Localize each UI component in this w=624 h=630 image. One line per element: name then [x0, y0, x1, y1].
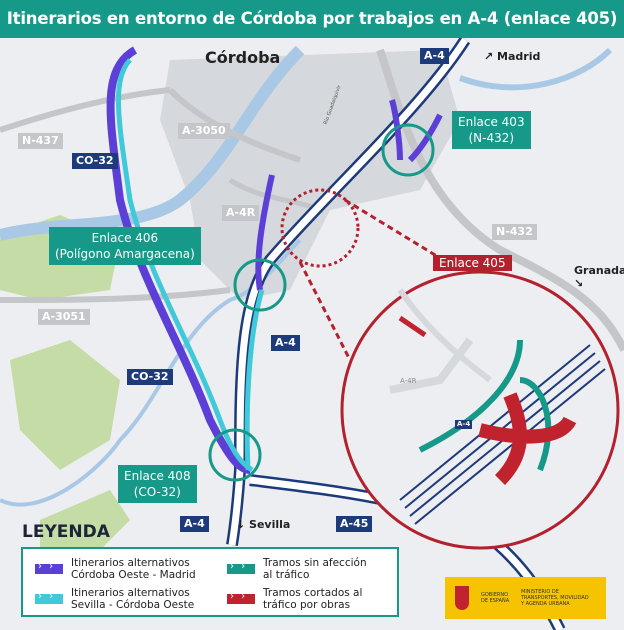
river — [458, 47, 613, 91]
page-title: Itinerarios en entorno de Córdoba por tr… — [0, 0, 624, 38]
road-a3051 — [0, 287, 231, 303]
granada-label: Granada — [574, 264, 624, 277]
road-label-a4r: A-4R — [222, 205, 260, 221]
madrid-label: Madrid — [497, 50, 541, 63]
enlace-408-circle — [208, 428, 262, 482]
road-n432 — [376, 48, 624, 352]
destination-madrid: ↗ Madrid — [484, 50, 541, 63]
road-label-n437: N-437 — [18, 133, 63, 149]
enlace-406-label: Enlace 406(Polígono Amargacena) — [49, 227, 201, 265]
destination-granada: Granada↘ — [574, 264, 624, 290]
road-label-a4: A-4 — [180, 516, 209, 532]
road-label-co32: CO-32 — [72, 153, 118, 169]
detail-closed-ramp — [398, 315, 427, 338]
legend-swatch-purple — [35, 561, 63, 585]
detail-closed-ramp — [478, 392, 577, 485]
enlace-405-label: Enlace 405 — [433, 255, 512, 271]
destination-sevilla: ↓ Sevilla — [236, 518, 291, 531]
enlace-408-label: Enlace 408(CO-32) — [118, 465, 197, 503]
legend-title: LEYENDA — [22, 522, 110, 542]
river — [0, 45, 305, 241]
green-area — [40, 490, 130, 560]
enlace-403-label: Enlace 403(N-432) — [452, 111, 531, 149]
road-label-a3051: A-3051 — [38, 309, 90, 325]
city-area — [160, 50, 460, 300]
enlace-406-circle — [233, 258, 287, 312]
enlace-403-circle — [381, 123, 435, 177]
map — [0, 38, 624, 630]
detail-label-a4r: A-4R — [400, 377, 417, 385]
legend-swatch-cyan — [35, 591, 63, 615]
route-cordoba-madrid — [255, 174, 275, 291]
route-sevilla-cordoba — [116, 58, 254, 473]
detail-label-a4: A-4 — [455, 420, 473, 429]
logo-gov-text: GOBIERNO DE ESPAÑA — [481, 592, 510, 604]
road-label-a3050: A-3050 — [178, 123, 230, 139]
enlace-405-marker — [280, 188, 360, 268]
route-sevilla-cordoba — [244, 289, 265, 471]
route-cordoba-madrid — [106, 46, 251, 474]
coat-of-arms-icon — [455, 586, 469, 610]
route-sevilla-cordoba — [407, 113, 443, 163]
city-label: Córdoba — [205, 48, 281, 67]
green-area — [10, 340, 120, 470]
road-n437 — [0, 87, 171, 133]
road-label-a4: A-4 — [271, 335, 300, 351]
legend-swatch-red — [227, 591, 255, 615]
road-label-n432: N-432 — [492, 224, 537, 240]
detail-teal-ramp — [418, 339, 552, 472]
road-label-co32: CO-32 — [127, 369, 173, 385]
road-label-a4: A-4 — [420, 48, 449, 64]
road-label-a45: A-45 — [336, 516, 373, 532]
government-logo: GOBIERNO DE ESPAÑA MINISTERIO DE TRANSPO… — [445, 577, 606, 619]
legend-swatch-teal — [227, 561, 255, 585]
sevilla-label: Sevilla — [249, 518, 291, 531]
logo-ministry-text: MINISTERIO DE TRANSPORTES, MOVILIDAD Y A… — [521, 589, 589, 607]
